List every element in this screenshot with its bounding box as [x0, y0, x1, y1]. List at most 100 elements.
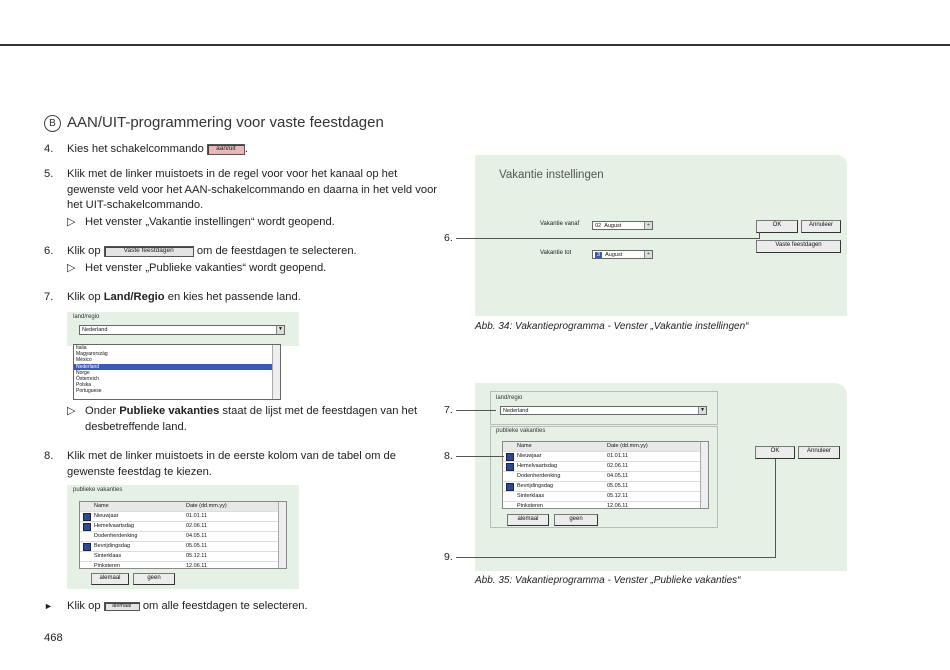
- top-rule: [0, 44, 950, 46]
- result-arrow-icon: ▷: [67, 216, 76, 228]
- aan-uit-button[interactable]: aan/uit: [206, 143, 245, 155]
- row-select-cell[interactable]: [503, 472, 516, 481]
- final-step-text: Klik op alemaal om alle feestdagen te se…: [67, 600, 308, 612]
- column-header-name: Name: [517, 443, 532, 449]
- holiday-name: Dodenherdenking: [517, 473, 561, 479]
- land-option[interactable]: Norge: [76, 369, 90, 376]
- holiday-date: 02.06.11: [186, 523, 208, 529]
- vaste-feestdagen-window-button[interactable]: Vaste feestdagen: [756, 240, 841, 253]
- row-select-cell[interactable]: [503, 492, 516, 501]
- step-5-number: 5.: [44, 168, 54, 180]
- row-select-cell[interactable]: [80, 512, 93, 521]
- holiday-date: 01.01.11: [186, 513, 208, 519]
- spinner-icon[interactable]: ÷: [644, 222, 652, 229]
- fig35-cancel-button[interactable]: Annuleer: [798, 446, 840, 459]
- select-none-button[interactable]: geen: [133, 573, 175, 585]
- result-arrow-icon: ▷: [67, 262, 76, 274]
- spinner-icon[interactable]: ÷: [644, 251, 652, 258]
- final-step-marker: ►: [44, 601, 53, 611]
- holiday-date: 05.05.11: [607, 483, 629, 489]
- fig35-select-all-button[interactable]: alemaal: [507, 514, 549, 526]
- row-select-cell[interactable]: [80, 532, 93, 541]
- table-row[interactable]: Pinksteren 12.06.11: [80, 562, 286, 569]
- chevron-down-icon[interactable]: ▼: [276, 326, 284, 334]
- step-7-result: ▷Onder Publieke vakanties staat de lijst…: [67, 404, 417, 420]
- checked-icon: [506, 453, 514, 461]
- to-date-input[interactable]: 3 August ÷: [592, 250, 653, 259]
- caption-fig35: Abb. 35: Vakantieprogramma - Venster „Pu…: [475, 575, 741, 586]
- step-6-number: 6.: [44, 245, 54, 257]
- holiday-date: 04.05.11: [607, 473, 629, 479]
- table-row[interactable]: Nieuwjaar 01.01.11: [80, 512, 286, 522]
- land-option[interactable]: Magyarország: [76, 351, 108, 358]
- step-5-text: Klik met de linker muistoets in de regel…: [67, 168, 438, 211]
- holiday-name: Nieuwjaar: [94, 513, 119, 519]
- select-all-button[interactable]: alemaal: [91, 573, 129, 585]
- step-8-text: Klik met de linker muistoets in de eerst…: [67, 450, 396, 478]
- land-option[interactable]: Nederland: [74, 363, 280, 370]
- table-scrollbar[interactable]: [700, 442, 708, 508]
- land-regio-select[interactable]: Nederland ▼: [79, 325, 285, 335]
- step-6-result: ▷Het venster „Publieke vakanties“ wordt …: [67, 261, 326, 277]
- row-select-cell[interactable]: [80, 522, 93, 531]
- holiday-name: Hemelvaartsdag: [517, 463, 558, 469]
- row-select-cell[interactable]: [503, 452, 516, 461]
- land-option[interactable]: México: [76, 357, 92, 364]
- step-4-number: 4.: [44, 143, 54, 155]
- holiday-name: Dodenherdenking: [94, 533, 138, 539]
- vakantie-instellingen-window: Vakantie instellingen Vakantie vanaf 02 …: [475, 155, 847, 316]
- table-row[interactable]: Dodenherdenking 04.05.11: [503, 472, 708, 482]
- chevron-down-icon[interactable]: ▼: [698, 407, 706, 414]
- cancel-button[interactable]: Annuleer: [801, 220, 841, 233]
- holiday-date: 12.06.11: [186, 563, 208, 569]
- holiday-date: 02.06.11: [607, 463, 629, 469]
- checked-icon: [506, 463, 514, 471]
- step-7-text: Klik op Land/Regio en kies het passende …: [67, 291, 301, 303]
- land-option[interactable]: Polska: [76, 382, 92, 389]
- fig35-land-select[interactable]: Nederland ▼: [500, 406, 707, 415]
- row-select-cell[interactable]: [80, 542, 93, 551]
- holiday-name: Bevrijdingsdag: [517, 483, 554, 489]
- table-row[interactable]: Hemelvaartsdag 02.06.11: [503, 462, 708, 472]
- list-scrollbar[interactable]: [272, 345, 280, 399]
- row-select-cell[interactable]: [80, 552, 93, 561]
- land-option[interactable]: Österreich: [76, 375, 100, 382]
- land-option[interactable]: Italia: [76, 345, 87, 351]
- table-row[interactable]: Bevrijdingsdag 05.05.11: [503, 482, 708, 492]
- fig35-holidays-label: publieke vakanties: [496, 428, 546, 434]
- holiday-date: 12.06.11: [607, 503, 629, 509]
- row-select-cell[interactable]: [503, 482, 516, 491]
- table-row[interactable]: Sinterklaas 05.12.11: [80, 552, 286, 562]
- holiday-name: Sinterklaas: [517, 493, 545, 499]
- vaste-feestdagen-button[interactable]: Vaste feestdagen: [103, 245, 194, 257]
- row-select-cell[interactable]: [503, 502, 516, 508]
- fig35-select-none-button[interactable]: geen: [554, 514, 598, 526]
- holiday-name: Nieuwjaar: [517, 453, 542, 459]
- holiday-name: Sinterklaas: [94, 553, 122, 559]
- holiday-date: 05.12.11: [186, 553, 208, 559]
- checked-icon: [506, 483, 514, 491]
- alemaal-button[interactable]: alemaal: [103, 601, 140, 611]
- table-scrollbar[interactable]: [278, 502, 286, 568]
- callout-6: 6.: [444, 232, 453, 244]
- holiday-name: Pinksteren: [94, 563, 120, 569]
- window-title: Vakantie instellingen: [499, 169, 604, 181]
- row-select-cell[interactable]: [80, 562, 93, 568]
- row-select-cell[interactable]: [503, 462, 516, 471]
- land-regio-label: land/regio: [73, 314, 100, 320]
- fig35-ok-button[interactable]: OK: [755, 446, 795, 459]
- land-option[interactable]: Portuguese: [76, 388, 102, 395]
- ok-button[interactable]: OK: [756, 220, 798, 233]
- from-date-input[interactable]: 02 August ÷: [592, 221, 653, 230]
- step-4-text: Kies het schakelcommando aan/uit.: [67, 143, 249, 155]
